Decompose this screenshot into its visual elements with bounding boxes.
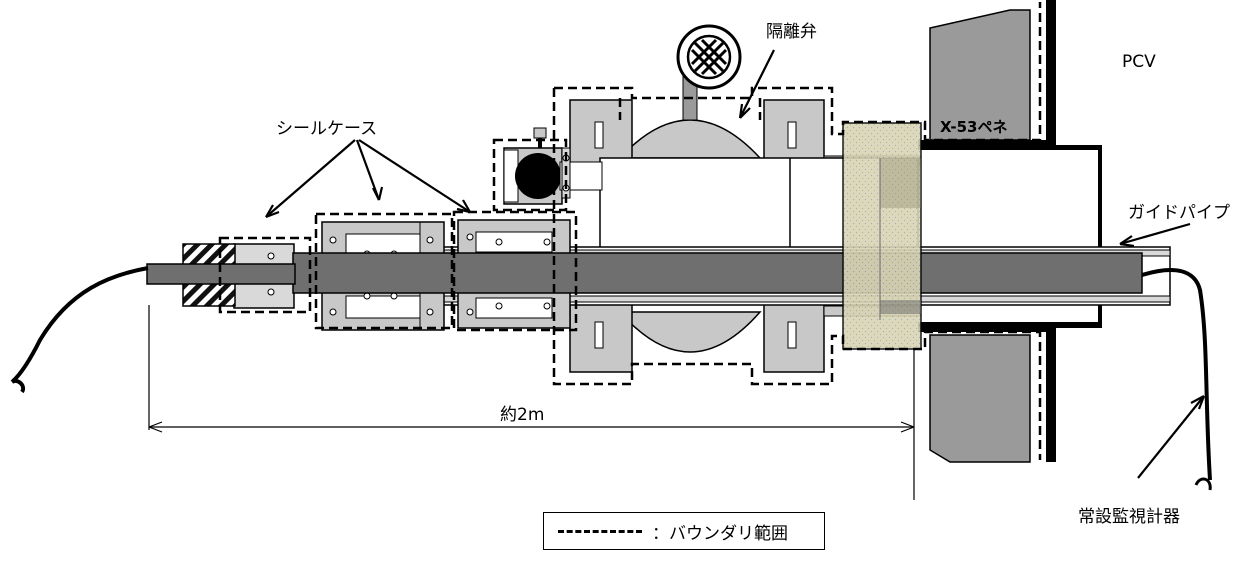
dimension-line (148, 305, 915, 500)
label-penetration: X-53ペネ (940, 118, 1007, 136)
label-permanent-monitor: 常設監視計器 (1078, 507, 1180, 527)
legend-dash-sample (558, 529, 642, 533)
right-cable (1141, 268, 1212, 481)
annotation-arrows (265, 49, 1206, 479)
penetration-shield (842, 122, 922, 350)
label-distance: 約2m (500, 405, 544, 425)
legend: ：バウンダリ範囲 (543, 512, 825, 550)
pcv-wall (918, 0, 1102, 463)
legend-text: ：バウンダリ範囲 (652, 523, 788, 544)
label-guide-pipe: ガイドパイプ (1128, 203, 1230, 223)
label-pcv: PCV (1122, 52, 1156, 72)
label-seal-case: シールケース (276, 119, 377, 139)
boundary-lines (218, 2, 1042, 460)
instrument-rod (292, 252, 1143, 294)
label-isolation-valve: 隔離弁 (766, 22, 817, 42)
left-cable (10, 266, 149, 394)
